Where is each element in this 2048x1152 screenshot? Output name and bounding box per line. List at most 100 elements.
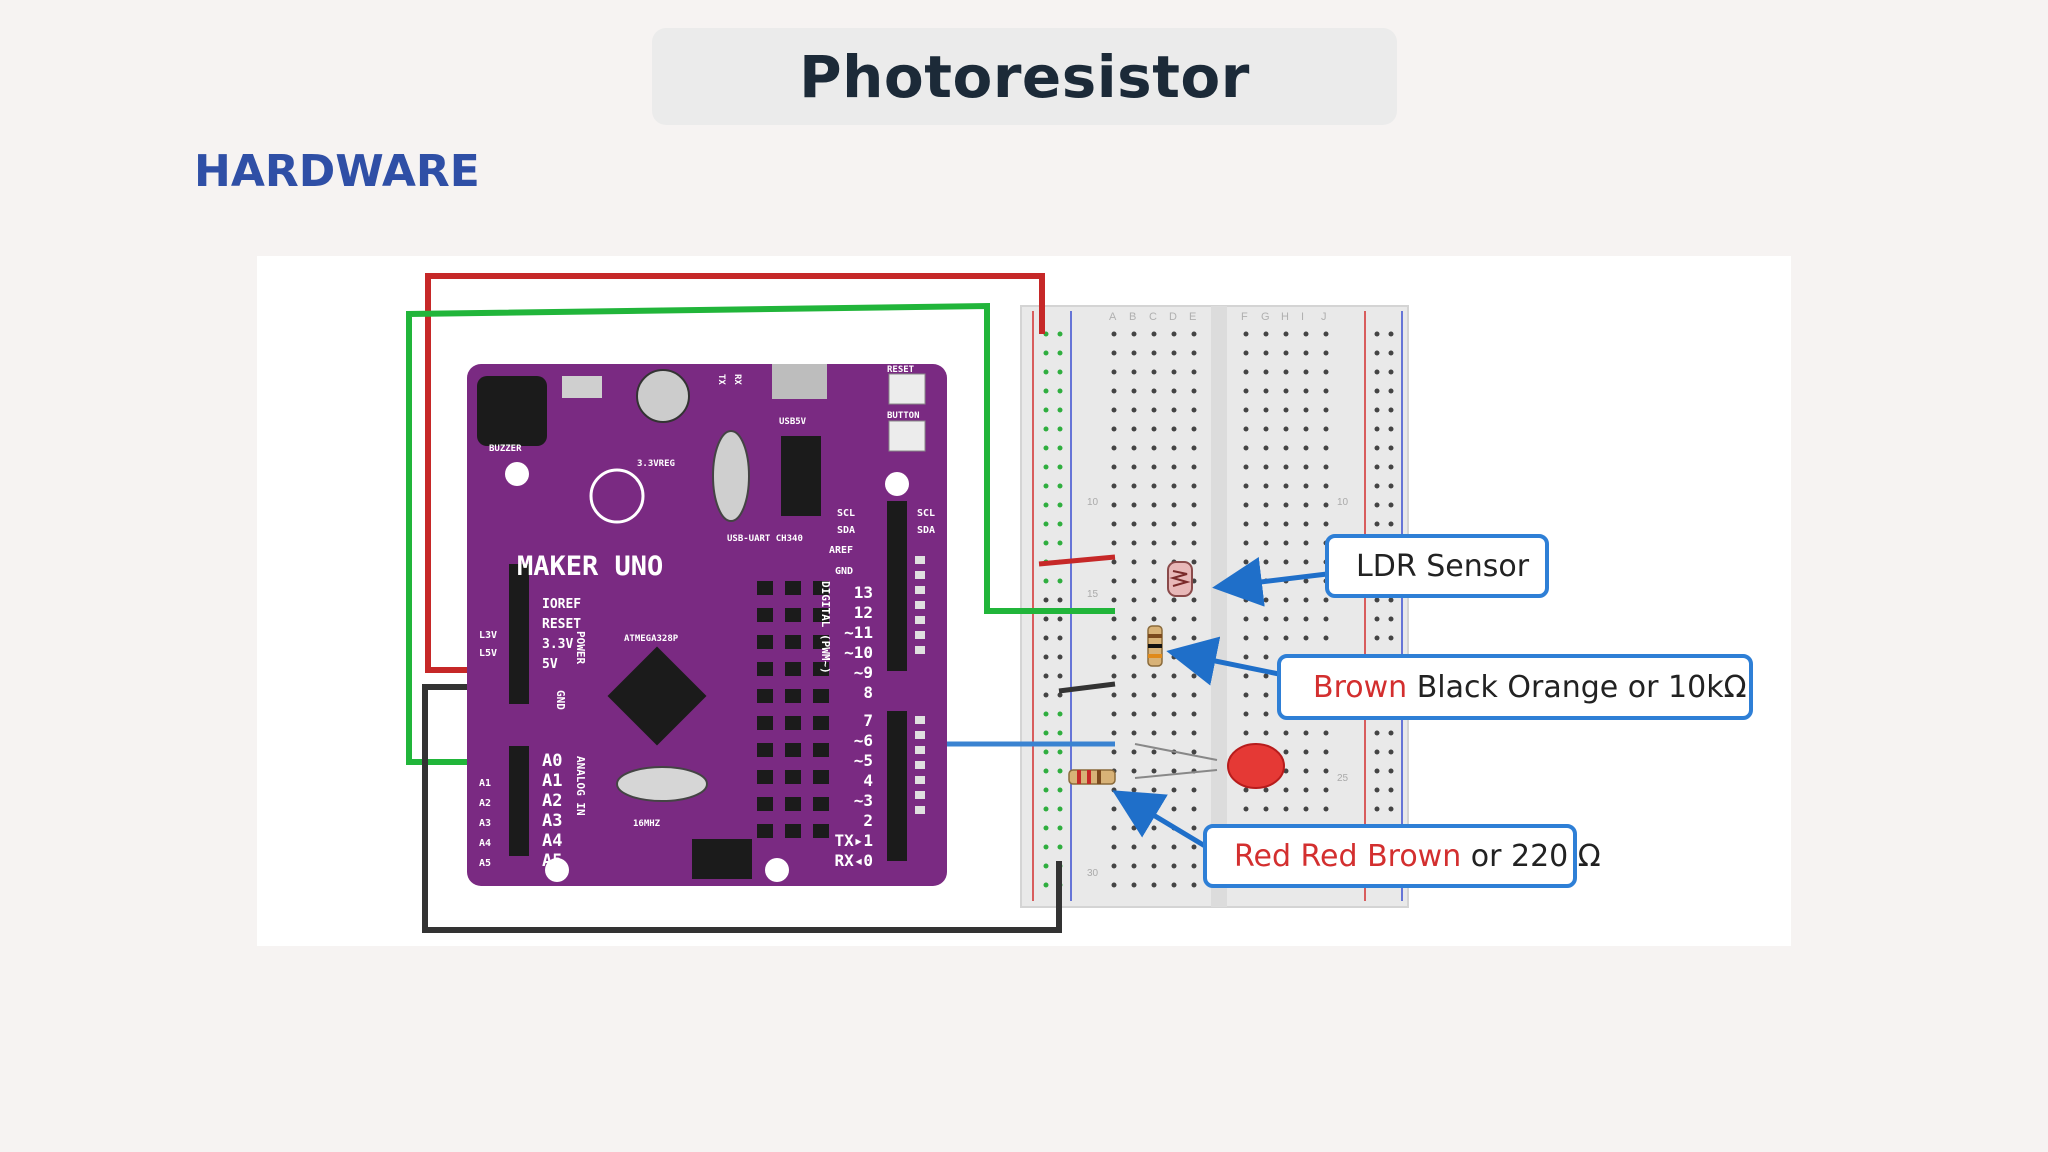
pin-label: A2 [479,798,491,809]
breadboard-hole [1131,407,1137,413]
breadboard-hole [1263,616,1269,622]
breadboard-hole [1043,825,1049,831]
digital-pin-label: ~9 [854,663,873,682]
breadboard-hole [1191,445,1197,451]
breadboard-hole [1111,616,1117,622]
column-letter: A [1109,311,1117,323]
usb-uart-label: USB-UART CH340 [727,534,803,544]
led-lead [1134,743,1218,779]
buzzer-label: BUZZER [489,444,522,454]
breadboard-hole [1263,540,1269,546]
breadboard-hole [1043,502,1049,508]
reg-label: 3.3VREG [637,459,675,469]
breadboard-hole [1171,369,1177,375]
icsp-header [692,839,752,879]
breadboard-hole [1388,521,1394,527]
header-digital-lower [887,711,907,861]
callout-220 [1203,824,1577,888]
gnd-label: GND [835,566,853,577]
breadboard-hole [1191,787,1197,793]
breadboard-hole [1263,692,1269,698]
breadboard-hole [1151,369,1157,375]
l3v-label: L3V [479,630,497,641]
usb-chip [781,436,821,516]
breadboard-hole [1243,635,1249,641]
breadboard-hole [1283,559,1289,565]
breadboard-hole [1151,540,1157,546]
breadboard-hole [1263,445,1269,451]
maker-face [589,468,645,524]
breadboard-hole [1263,635,1269,641]
breadboard-hole [1243,597,1249,603]
wire-a0 [406,302,1115,765]
breadboard-hole [1263,407,1269,413]
reset-button [888,373,926,405]
breadboard-hole [1388,635,1394,641]
breadboard-hole [1111,540,1117,546]
pin-label: A1 [542,771,562,791]
breadboard-hole [1283,540,1289,546]
pin-led [915,731,925,739]
breadboard-hole [1171,350,1177,356]
breadboard-hole [1243,806,1249,812]
pin-label: A4 [542,831,562,851]
breadboard-hole [1323,768,1329,774]
breadboard-hole [1111,844,1117,850]
breadboard-column-letters: A B C D E F G H I J [1109,311,1327,323]
callout-text-part: Black Orange or 10kΩ [1407,670,1746,705]
breadboard-hole [1131,445,1137,451]
smd-component [785,797,801,811]
breadboard-hole [1374,426,1380,432]
breadboard-hole [1111,806,1117,812]
breadboard-hole [1043,711,1049,717]
breadboard-hole [1151,578,1157,584]
breadboard-hole [1057,749,1063,755]
smd-component [757,824,773,838]
breadboard-hole [1283,787,1289,793]
breadboard-hole [1111,426,1117,432]
breadboard-hole [1243,711,1249,717]
smd-component [813,689,829,703]
breadboard-hole [1263,673,1269,679]
smd-component [813,608,829,622]
breadboard-hole [1303,806,1309,812]
breadboard-hole [1043,673,1049,679]
sda-label: SDA [837,525,855,536]
breadboard-hole [1263,559,1269,565]
breadboard-hole [1171,806,1177,812]
breadboard-hole [1263,787,1269,793]
breadboard-hole [1388,426,1394,432]
breadboard-hole [1191,806,1197,812]
breadboard-hole [1057,616,1063,622]
breadboard-hole [1151,730,1157,736]
pin-led [915,571,925,579]
breadboard-hole [1263,597,1269,603]
callout-arrow-ldr [1212,557,1328,607]
breadboard-hole [1243,521,1249,527]
breadboard-hole [1151,331,1157,337]
breadboard-hole [1243,692,1249,698]
breadboard-hole [1303,597,1309,603]
mount-hole [885,472,909,496]
breadboard-hole [1151,768,1157,774]
breadboard-hole [1111,692,1117,698]
breadboard-hole [1111,825,1117,831]
callout-ldr [1325,534,1549,598]
breadboard-hole [1057,407,1063,413]
breadboard-hole [1111,673,1117,679]
breadboard-hole [1043,730,1049,736]
breadboard-hole [1171,844,1177,850]
breadboard-hole [1151,559,1157,565]
smd-component [757,743,773,757]
breadboard-hole [1374,806,1380,812]
breadboard-hole [1171,445,1177,451]
pin-led [915,646,925,654]
breadboard-hole [1388,616,1394,622]
breadboard-hole [1171,787,1177,793]
smd-component [785,581,801,595]
digital-pin-label: TX▸1 [834,831,873,850]
pin-label: A3 [479,818,491,829]
breadboard-hole [1131,787,1137,793]
column-letter: I [1301,311,1304,323]
digital-pin-label: ~10 [844,643,873,662]
